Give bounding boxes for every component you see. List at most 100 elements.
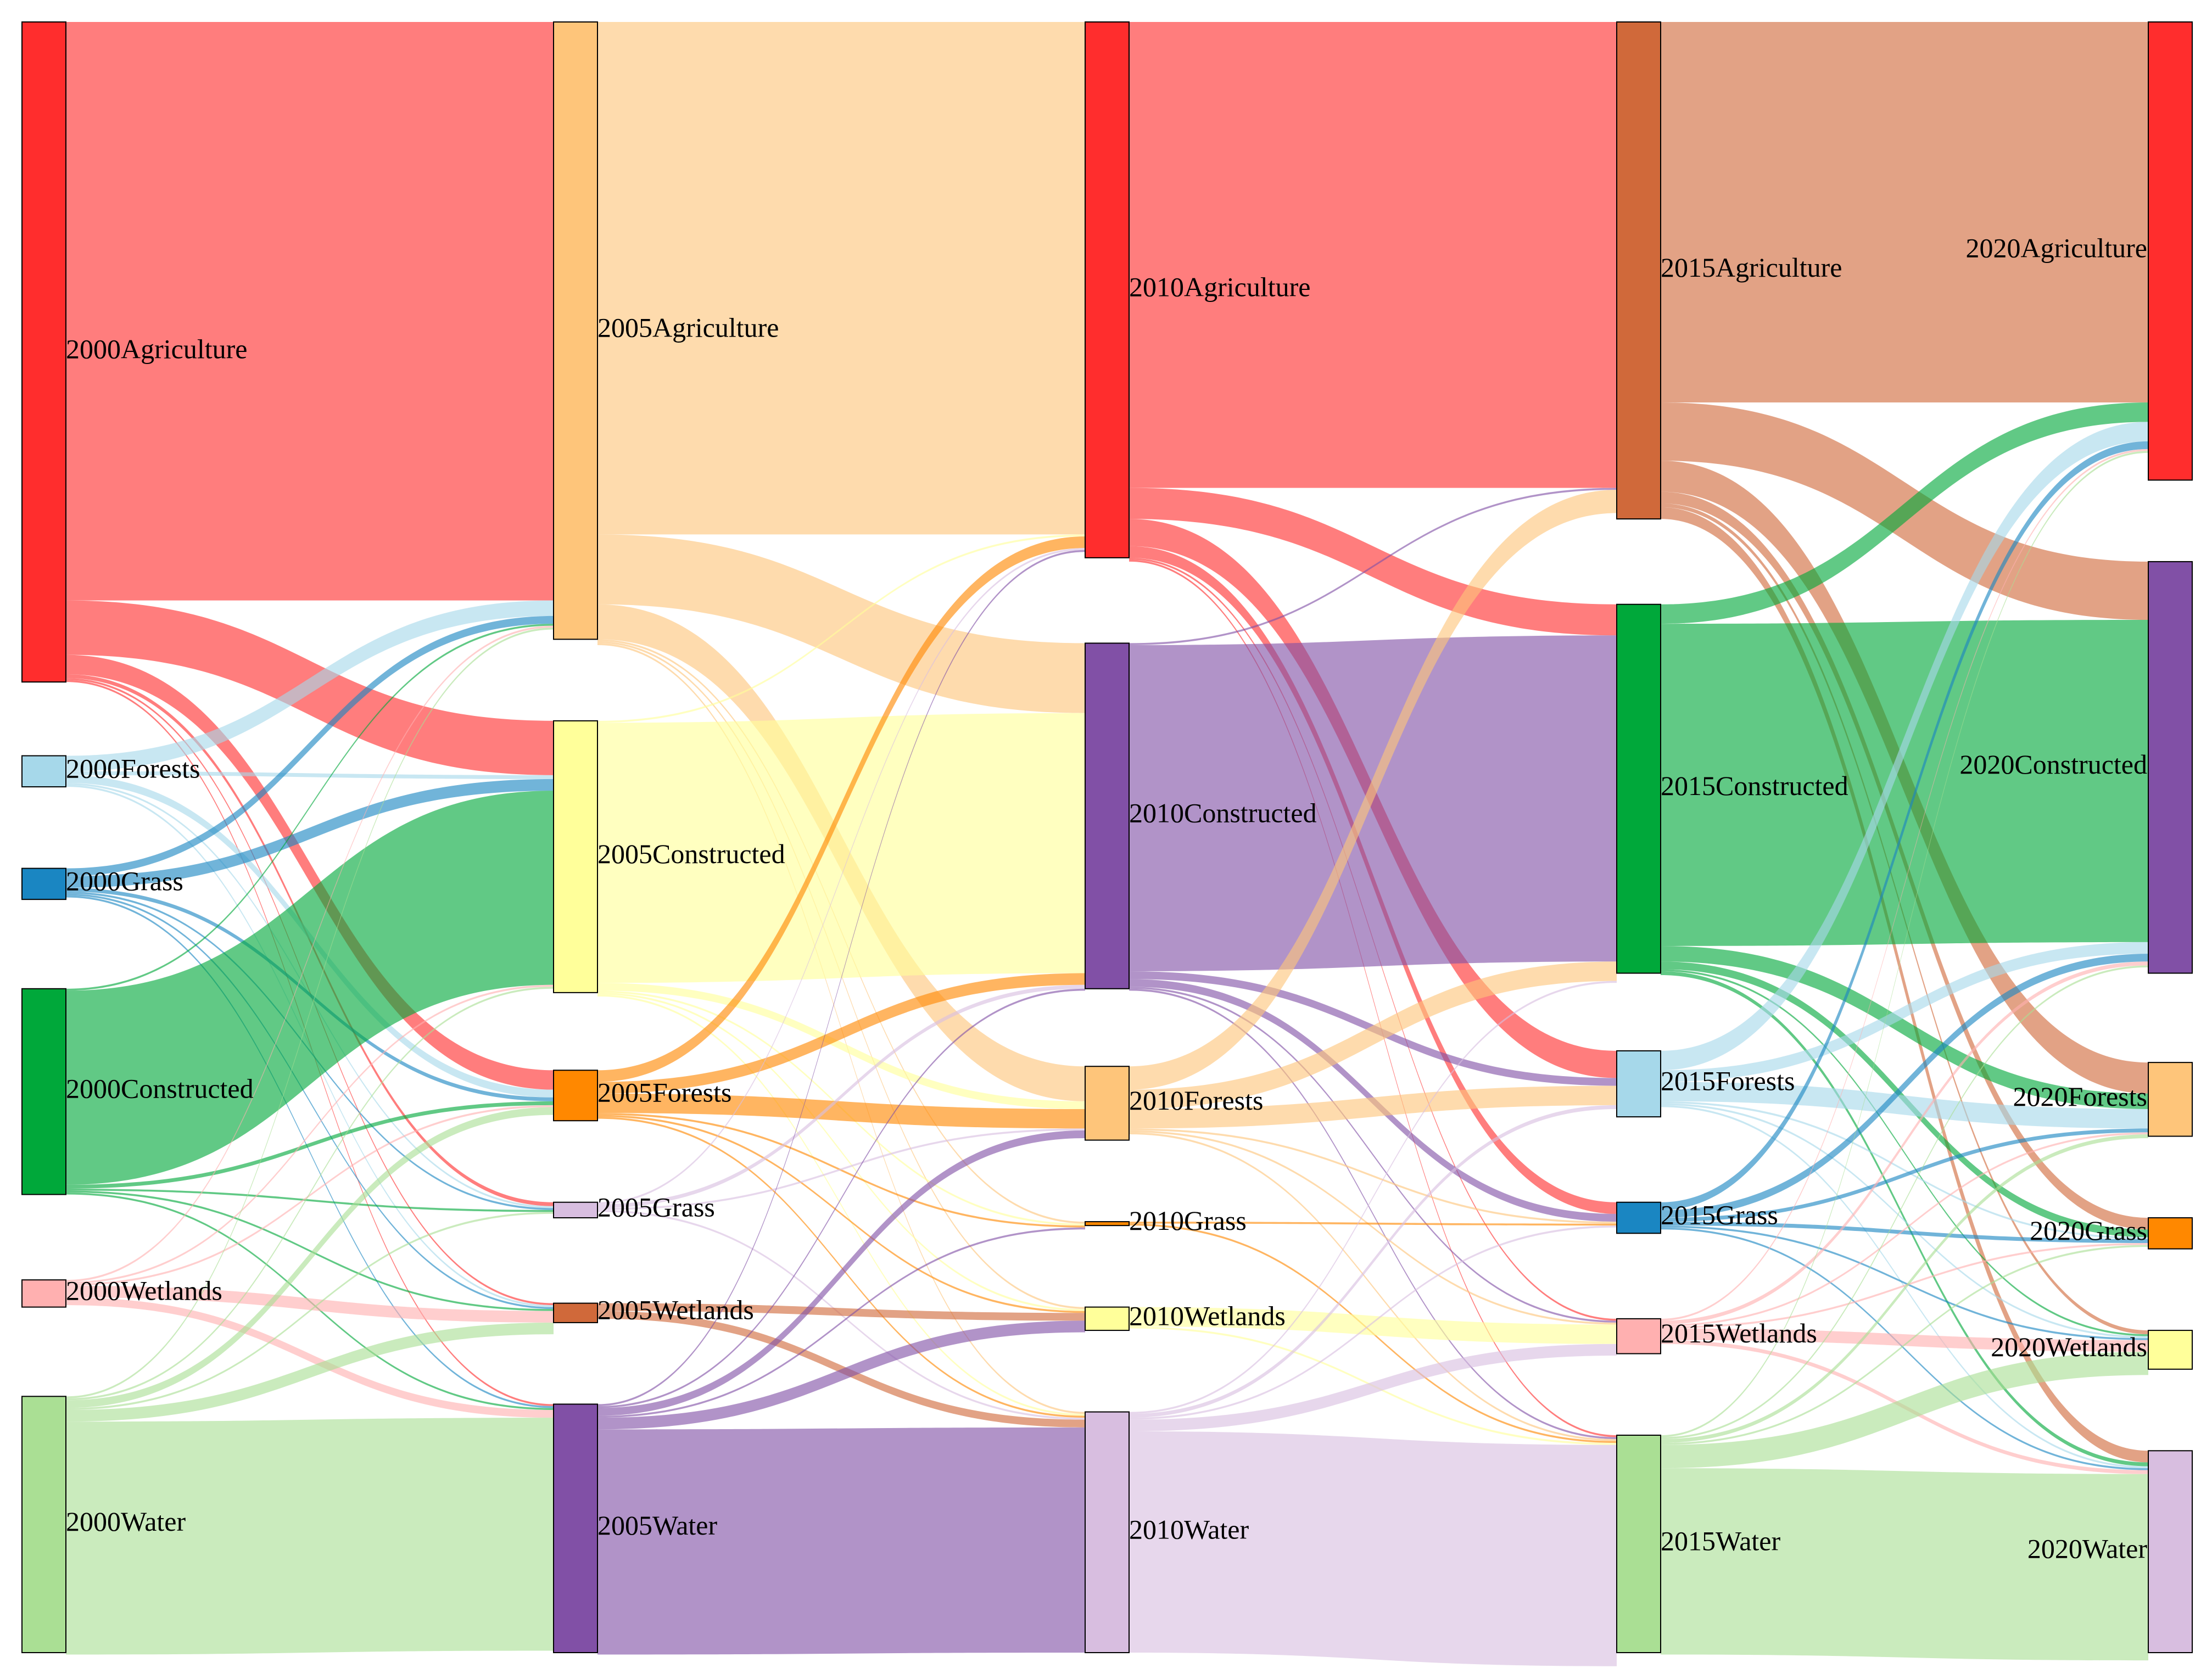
link-2000forests-to-2005agriculture (66, 600, 554, 771)
node-2010constructed (1085, 642, 1130, 989)
label-2020water: 2020Water (2027, 1533, 2147, 1564)
link-2000wetlands-to-2005wetlands (66, 1285, 554, 1323)
label-2010agriculture: 2010Agriculture (1129, 271, 1310, 302)
node-2005wetlands (553, 1302, 598, 1323)
link-2005forests-to-2010agriculture (597, 536, 1085, 1082)
link-2005wetlands-to-2010wetlands (597, 1303, 1085, 1321)
link-2015water-to-2020forests (1661, 1134, 2148, 1443)
label-2000constructed: 2000Constructed (66, 1073, 254, 1104)
label-2020forests: 2020Forests (2013, 1081, 2147, 1112)
link-2000grass-to-2005wetlands (66, 893, 554, 1309)
node-2020wetlands (2148, 1330, 2193, 1370)
link-2010water-to-2015grass (1129, 1225, 1617, 1420)
link-2015forests-to-2020wetlands (1661, 1103, 2148, 1339)
label-2000forests: 2000Forests (66, 753, 200, 783)
node-2000forests (21, 755, 66, 788)
link-2005forests-to-2010constructed (597, 973, 1085, 1094)
link-2015water-to-2020agriculture (1661, 451, 2148, 1437)
link-2000water-to-2005wetlands (66, 1322, 554, 1422)
link-2015forests-to-2020agriculture (1661, 422, 2148, 1071)
link-2005constructed-to-2010constructed (597, 713, 1085, 983)
label-2000water: 2000Water (66, 1506, 186, 1537)
label-2020grass: 2020Grass (2030, 1215, 2147, 1246)
link-2005water-to-2010water (597, 1427, 1085, 1655)
link-2005agriculture-to-2010constructed (597, 534, 1085, 713)
link-2010water-to-2015constructed (1129, 981, 1617, 1414)
link-2015wetlands-to-2020grass (1661, 1242, 2148, 1329)
link-2005grass-to-2010forests (597, 1128, 1085, 1210)
link-2005forests-to-2010forests (597, 1093, 1085, 1129)
link-2015constructed-to-2020constructed (1661, 620, 2148, 946)
node-2000water (21, 1396, 66, 1653)
link-2005constructed-to-2010wetlands (597, 992, 1085, 1311)
link-2005water-to-2010wetlands (597, 1320, 1085, 1430)
link-2015constructed-to-2020water (1661, 971, 2148, 1467)
link-2010forests-to-2015agriculture (1129, 490, 1617, 1090)
link-2015forests-to-2020constructed (1661, 942, 2148, 1082)
links-layer (66, 22, 2148, 1666)
link-2015grass-to-2020water (1661, 1227, 2148, 1470)
link-2010forests-to-2015constructed (1129, 961, 1617, 1109)
link-2005grass-to-2010agriculture (597, 548, 1085, 1205)
node-2005forests (553, 1070, 598, 1122)
link-2005grass-to-2010constructed (597, 984, 1085, 1208)
link-2015forests-to-2020grass (1661, 1101, 2148, 1239)
label-2005water: 2005Water (597, 1510, 717, 1541)
link-2010water-to-2015water (1129, 1431, 1617, 1666)
node-2015water (1616, 1435, 1661, 1653)
link-2010water-to-2015forests (1129, 1105, 1617, 1418)
label-2005grass: 2005Grass (597, 1191, 715, 1222)
label-2010water: 2010Water (1129, 1514, 1249, 1544)
link-2000wetlands-to-2005agriculture (66, 625, 554, 1282)
label-2015grass: 2015Grass (1661, 1199, 1778, 1230)
node-2005grass (553, 1201, 598, 1219)
label-2000agriculture: 2000Agriculture (66, 334, 247, 365)
node-2020agriculture (2148, 21, 2193, 481)
label-2000grass: 2000Grass (66, 865, 183, 896)
link-2015grass-to-2020forests (1661, 1128, 2148, 1222)
link-2010constructed-to-2015constructed (1129, 635, 1617, 971)
label-2005constructed: 2005Constructed (597, 838, 785, 869)
link-2015forests-to-2020forests (1661, 1082, 2148, 1129)
link-2000constructed-to-2005constructed (66, 791, 554, 1185)
link-2010agriculture-to-2015water (1129, 559, 1617, 1437)
link-2000wetlands-to-2005water (66, 1297, 554, 1418)
link-2010forests-to-2015forests (1129, 1085, 1617, 1129)
node-2015grass (1616, 1201, 1661, 1234)
link-2000constructed-to-2005agriculture (66, 624, 554, 991)
label-2005wetlands: 2005Wetlands (597, 1295, 754, 1325)
link-2005water-to-2010grass (597, 1227, 1085, 1418)
link-2000water-to-2005agriculture (66, 628, 554, 1398)
link-2000water-to-2005constructed (66, 987, 554, 1401)
link-2010constructed-to-2015agriculture (1129, 488, 1617, 645)
label-2010constructed: 2010Constructed (1129, 798, 1317, 829)
link-2000grass-to-2005constructed (66, 779, 554, 888)
node-2005constructed (553, 720, 598, 993)
link-2015grass-to-2020constructed (1661, 954, 2148, 1218)
link-2010water-to-2015wetlands (1129, 1344, 1617, 1431)
node-2000constructed (21, 988, 66, 1195)
link-2015agriculture-to-2020agriculture (1661, 22, 2148, 402)
label-2020agriculture: 2020Agriculture (1966, 233, 2147, 264)
link-2010constructed-to-2015water (1129, 988, 1617, 1440)
label-2020constructed: 2020Constructed (1959, 749, 2147, 780)
node-2010grass (1085, 1221, 1130, 1227)
link-2015constructed-to-2020wetlands (1661, 969, 2148, 1336)
label-2015constructed: 2015Constructed (1661, 770, 1848, 801)
link-2000constructed-to-2005grass (66, 1188, 554, 1212)
nodes-layer (21, 21, 2193, 1654)
link-2010agriculture-to-2015agriculture (1129, 22, 1617, 488)
label-2005forests: 2005Forests (597, 1077, 731, 1108)
link-2015water-to-2020grass (1661, 1245, 2148, 1445)
link-2015grass-to-2020agriculture (1661, 441, 2148, 1210)
link-2010wetlands-to-2015wetlands (1129, 1307, 1617, 1344)
node-2020grass (2148, 1217, 2193, 1250)
link-2015water-to-2020constructed (1661, 965, 2148, 1440)
link-2005water-to-2010forests (597, 1130, 1085, 1416)
label-2010wetlands: 2010Wetlands (1129, 1300, 1286, 1331)
label-2015agriculture: 2015Agriculture (1661, 252, 1842, 283)
label-2010grass: 2010Grass (1129, 1205, 1247, 1236)
link-2005water-to-2010constructed (597, 988, 1085, 1408)
node-2015wetlands (1616, 1318, 1661, 1354)
labels-layer: 2000Agriculture 2000Forests 2000Grass 2000C… (66, 233, 2147, 1564)
